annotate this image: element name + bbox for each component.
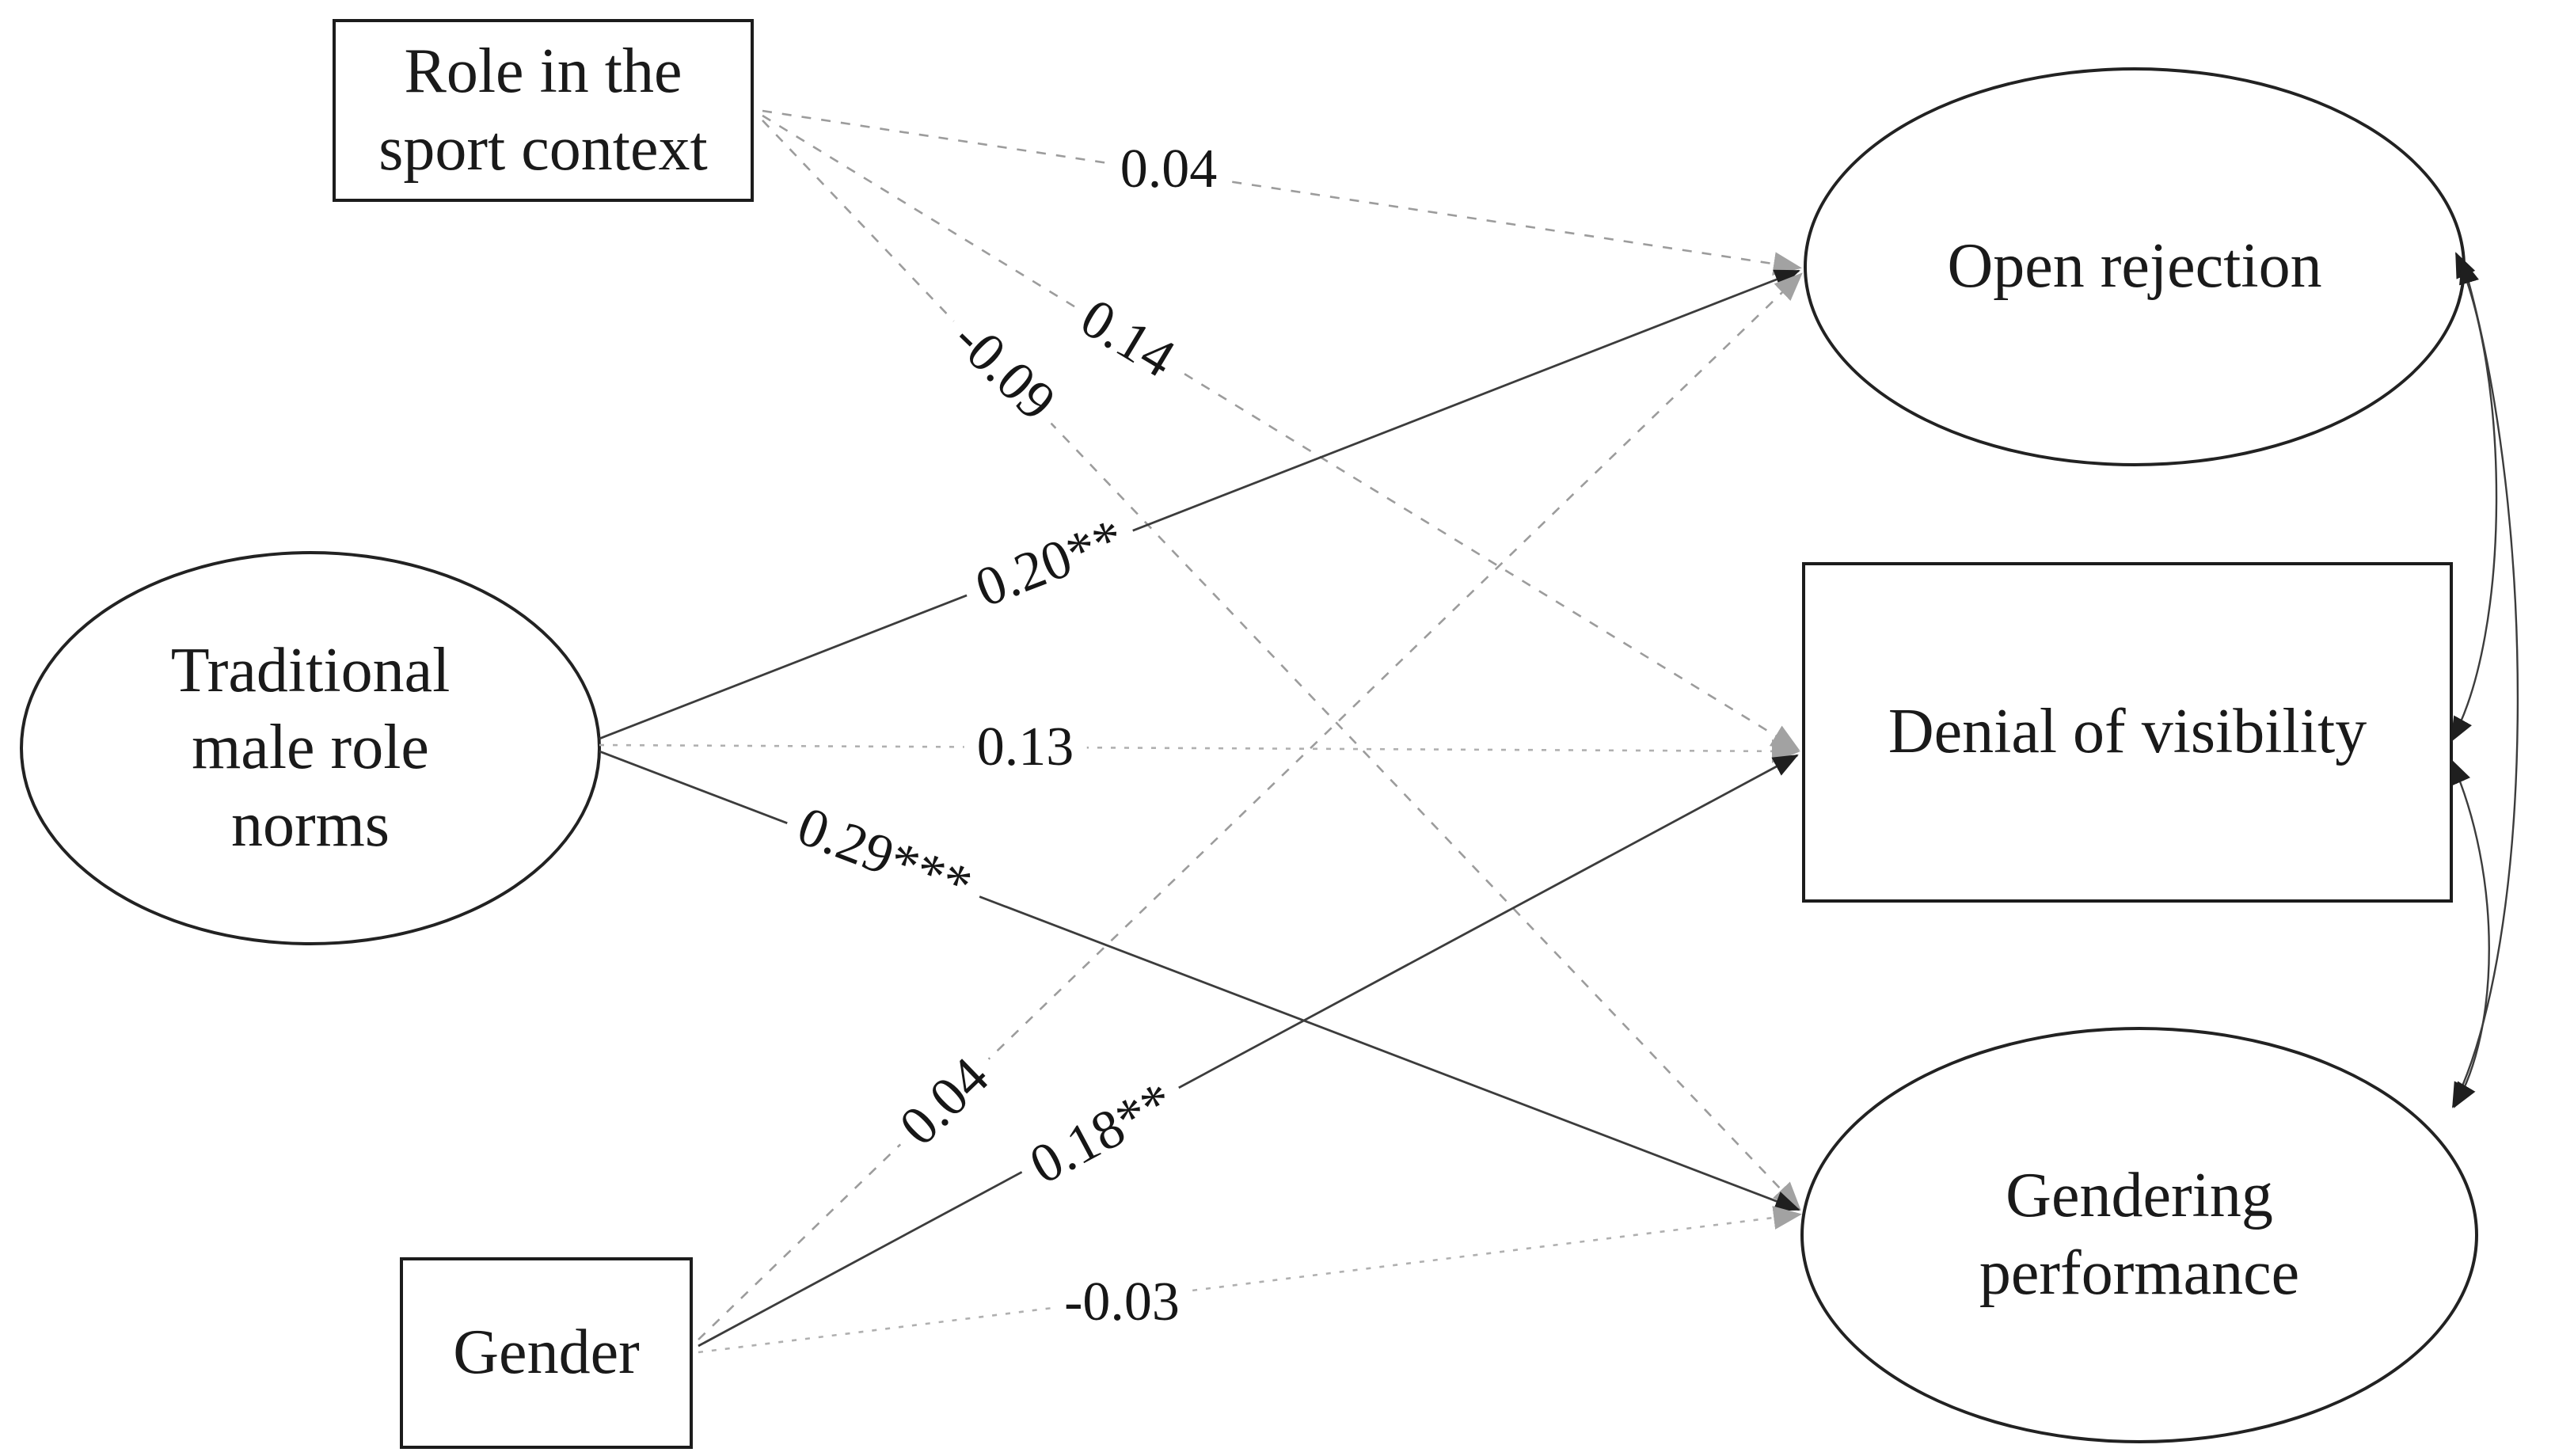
coefficient-tmrn-to-open-rejection: 0.20** xyxy=(954,500,1146,628)
node-role-in-sport-context: Role in the sport context xyxy=(333,19,754,202)
covariance-open-rejection-gendering xyxy=(2451,258,2519,1108)
coefficient-gender-to-denial: 0.18** xyxy=(1007,1062,1197,1206)
node-gendering-performance: Gendering performance xyxy=(1800,1027,2478,1443)
path-role-to-gendering xyxy=(762,120,1801,1211)
node-label-role-in-sport-context: Role in the sport context xyxy=(378,36,708,184)
coefficient-tmrn-to-gendering: 0.29*** xyxy=(776,788,993,926)
node-label-gender: Gender xyxy=(453,1317,640,1388)
node-label-open-rejection: Open rejection xyxy=(1947,231,2322,302)
node-label-gendering-performance: Gendering performance xyxy=(1979,1161,2300,1308)
node-label-denial-of-visibility: Denial of visibility xyxy=(1888,697,2367,767)
node-traditional-male-role-norms: Traditional male role norms xyxy=(20,551,601,945)
path-tmrn-to-open-rejection xyxy=(599,269,1800,740)
node-label-traditional-male-role-norms: Traditional male role norms xyxy=(170,635,451,860)
coefficient-gender-to-open-rejection: 0.04 xyxy=(876,1035,1013,1169)
path-role-to-denial xyxy=(762,114,1800,751)
path-tmrn-to-denial xyxy=(599,739,1800,763)
coefficient-tmrn-to-denial: 0.13 xyxy=(964,713,1087,781)
path-gender-to-open-rejection xyxy=(698,272,1803,1340)
path-role-to-open-rejection xyxy=(762,109,1802,276)
node-open-rejection: Open rejection xyxy=(1804,67,2466,466)
coefficient-role-to-open-rejection: 0.04 xyxy=(1107,135,1230,203)
node-gender: Gender xyxy=(400,1257,693,1449)
path-gender-to-gendering xyxy=(698,1206,1802,1354)
covariance-open-rejection-denial xyxy=(2450,252,2498,743)
path-tmrn-to-gendering xyxy=(599,750,1800,1211)
coefficient-gender-to-gendering: -0.03 xyxy=(1051,1268,1192,1336)
covariance-denial-gendering xyxy=(2450,758,2490,1108)
coefficient-role-to-gendering: -0.09 xyxy=(930,297,1078,444)
node-denial-of-visibility: Denial of visibility xyxy=(1802,562,2453,903)
coefficient-role-to-denial: 0.14 xyxy=(1057,278,1198,400)
